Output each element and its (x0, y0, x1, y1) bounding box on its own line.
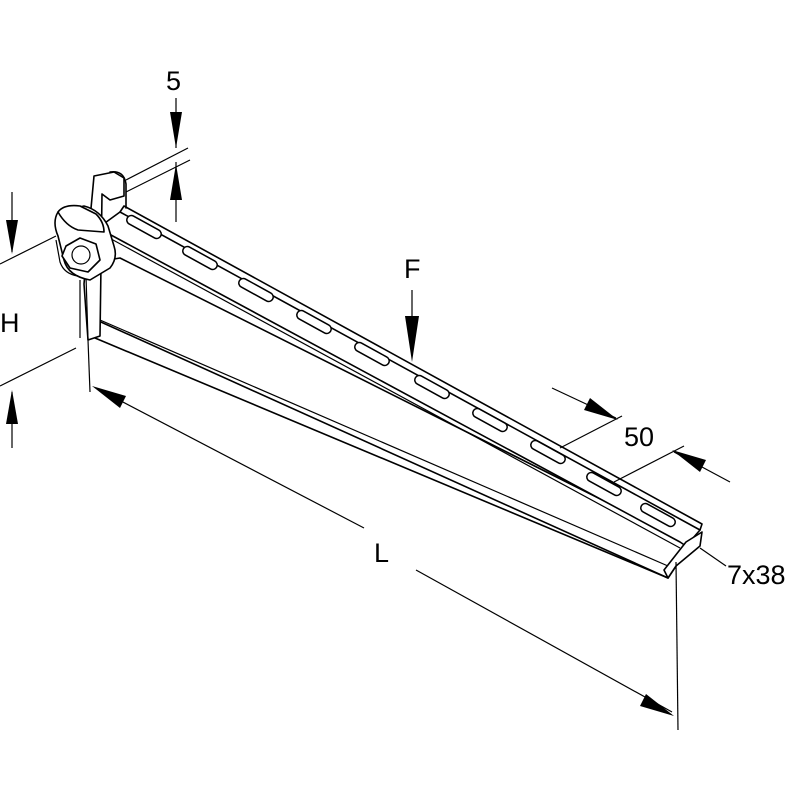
arrow-right-icon (584, 398, 618, 420)
slot (182, 245, 218, 271)
arrow-up-icon (6, 390, 18, 424)
length-label: L (374, 538, 389, 568)
dimension-slot-pitch: 50 (551, 387, 731, 483)
hex-nut-icon (61, 237, 101, 273)
slot-callout: 7x38 (699, 547, 786, 590)
dimension-height: H (0, 192, 77, 448)
slot (472, 407, 508, 433)
bracket-flange-fold (101, 233, 681, 549)
bracket-top-edge (119, 205, 703, 531)
bracket-top-flange (97, 211, 701, 547)
arrow-up-icon (170, 164, 182, 200)
slot (126, 214, 162, 240)
slot (640, 502, 676, 528)
bracket-body (87, 205, 703, 579)
arrow-right-icon (640, 694, 674, 716)
slot-row (126, 214, 676, 528)
slot (238, 277, 274, 303)
height-label: H (0, 308, 20, 338)
clamp-upper (57, 204, 105, 233)
arrow-left-icon (92, 386, 126, 408)
arrow-down-icon (405, 316, 419, 362)
slots-label: 7x38 (727, 560, 786, 590)
clamp-detail (55, 239, 79, 277)
plate-edge-line (85, 275, 89, 341)
hook-curve (109, 170, 127, 209)
bolt-end-icon (71, 245, 91, 265)
arrow-down-icon (6, 220, 18, 254)
clamp-bolt (54, 204, 117, 281)
thickness-label: 5 (166, 66, 181, 96)
slot (354, 341, 390, 367)
slot (530, 439, 566, 465)
arrow-left-icon (672, 450, 706, 472)
bracket-web (87, 257, 687, 579)
load-indicator: F (404, 254, 421, 362)
bracket-web-inner-line (99, 319, 669, 567)
load-label: F (404, 254, 421, 284)
slot (414, 374, 450, 400)
dimension-length: L (87, 339, 679, 731)
slot (586, 471, 622, 497)
arrow-down-icon (170, 112, 182, 148)
slot (296, 309, 332, 335)
dimension-thickness: 5 (125, 66, 191, 222)
slot-pitch-label: 50 (624, 422, 654, 452)
